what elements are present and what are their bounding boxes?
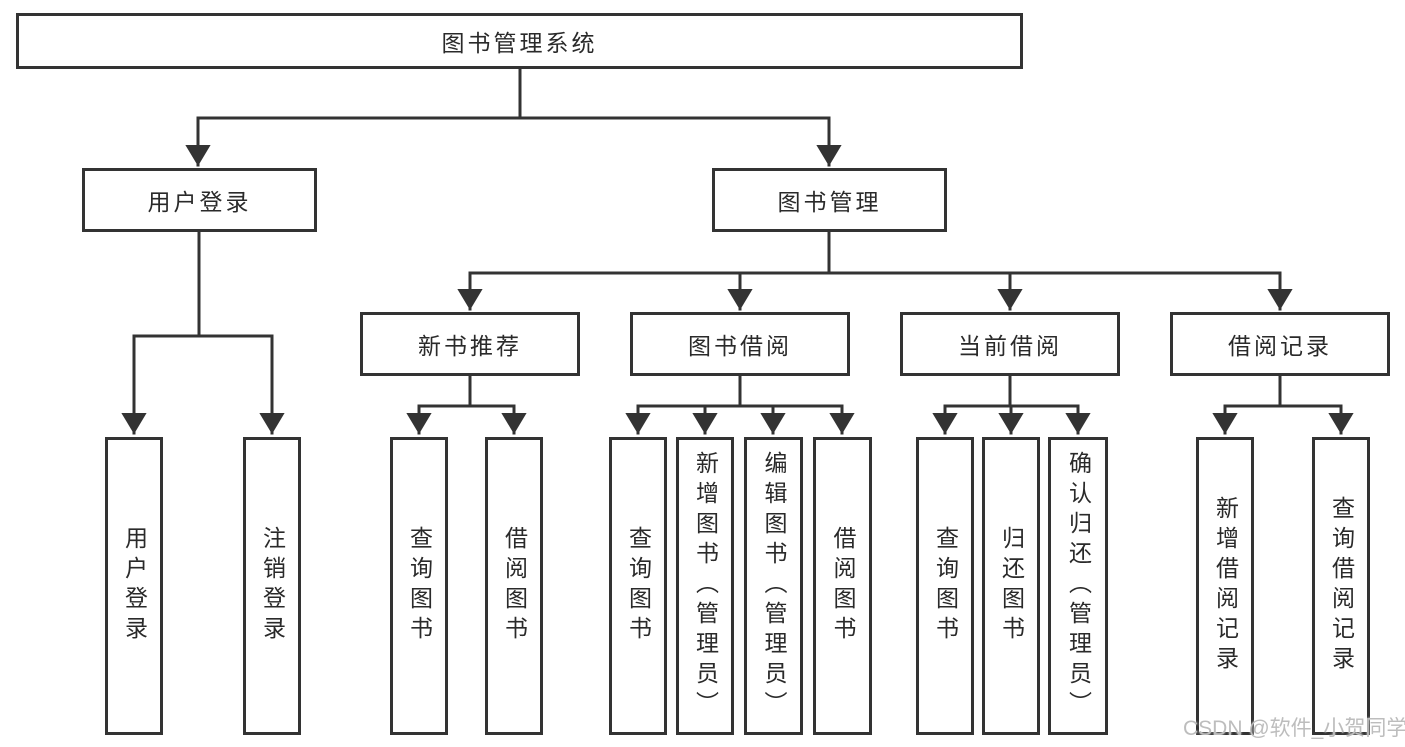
node-user-login-leaf-label: 用户登录	[121, 526, 148, 646]
node-query-borrow-record-label: 查询借阅记录	[1328, 496, 1355, 676]
node-current-borrow: 当前借阅	[900, 312, 1120, 376]
node-book-management-label: 图书管理	[777, 189, 882, 215]
node-user-login-label: 用户登录	[147, 189, 252, 215]
node-edit-book-admin-label: 编辑图书（管理员）	[761, 451, 787, 721]
node-borrow-books-recommend-label: 借阅图书	[501, 526, 528, 646]
node-new-book-recommend: 新书推荐	[360, 312, 580, 376]
node-add-book-admin-label: 新增图书（管理员）	[692, 451, 719, 721]
node-return-book: 归还图书	[982, 437, 1040, 735]
node-current-borrow-label: 当前借阅	[958, 333, 1062, 359]
node-query-books-current: 查询图书	[916, 437, 974, 735]
node-logout: 注销登录	[243, 437, 301, 735]
node-add-borrow-record: 新增借阅记录	[1196, 437, 1254, 735]
node-borrow-records-label: 借阅记录	[1228, 333, 1332, 359]
node-book-management: 图书管理	[712, 168, 947, 232]
node-user-login-leaf: 用户登录	[105, 437, 163, 735]
node-edit-book-admin: 编辑图书（管理员）	[744, 437, 803, 735]
node-query-books-borrow: 查询图书	[609, 437, 667, 735]
node-borrow-books-recommend: 借阅图书	[485, 437, 543, 735]
node-query-borrow-record: 查询借阅记录	[1312, 437, 1370, 735]
node-add-book-admin: 新增图书（管理员）	[676, 437, 734, 735]
node-user-login: 用户登录	[82, 168, 317, 232]
node-add-borrow-record-label: 新增借阅记录	[1212, 496, 1239, 676]
node-query-books-recommend-label: 查询图书	[406, 526, 433, 646]
node-library-system-label: 图书管理系统	[441, 30, 598, 56]
node-return-book-label: 归还图书	[998, 526, 1025, 646]
node-book-borrow: 图书借阅	[630, 312, 850, 376]
node-query-books-borrow-label: 查询图书	[625, 526, 652, 646]
node-library-system: 图书管理系统	[16, 13, 1023, 69]
node-logout-label: 注销登录	[259, 526, 286, 646]
node-query-books-current-label: 查询图书	[932, 526, 959, 646]
node-borrow-records: 借阅记录	[1170, 312, 1390, 376]
node-borrow-books-leaf-label: 借阅图书	[830, 526, 856, 646]
node-new-book-recommend-label: 新书推荐	[418, 333, 522, 359]
node-borrow-books-leaf: 借阅图书	[813, 437, 872, 735]
node-query-books-recommend: 查询图书	[390, 437, 448, 735]
csdn-watermark: CSDN @软件_小贺同学	[1183, 717, 1405, 740]
node-confirm-return-admin-label: 确认归还（管理员）	[1065, 451, 1092, 721]
node-confirm-return-admin: 确认归还（管理员）	[1048, 437, 1108, 735]
node-book-borrow-label: 图书借阅	[688, 333, 792, 359]
